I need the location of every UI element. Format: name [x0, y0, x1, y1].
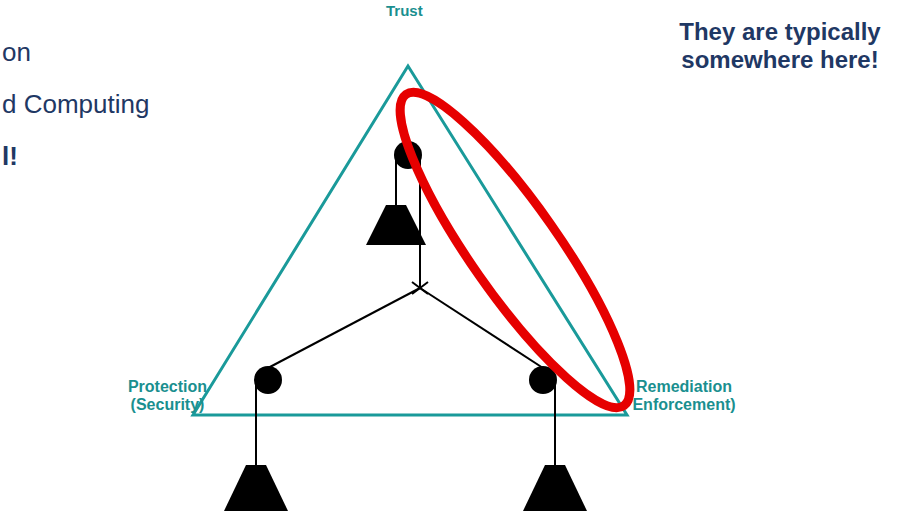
- bullet-text: l!: [2, 142, 62, 172]
- rope-knot: [412, 282, 428, 294]
- weight: [224, 465, 288, 511]
- corner-label: Protection (Security): [120, 378, 215, 415]
- pulley: [254, 366, 282, 394]
- bullet-text: on: [2, 38, 122, 68]
- rope: [268, 288, 420, 368]
- callout-text: They are typically somewhere here!: [660, 18, 900, 73]
- highlight-ellipse: [370, 69, 660, 431]
- corner-label: Trust: [386, 2, 446, 19]
- weight: [523, 465, 587, 511]
- corner-label: Remediation Enforcement): [628, 378, 740, 415]
- weight: [366, 205, 426, 245]
- rope: [554, 380, 556, 465]
- rope: [255, 380, 257, 465]
- bullet-text: d Computing: [2, 90, 222, 120]
